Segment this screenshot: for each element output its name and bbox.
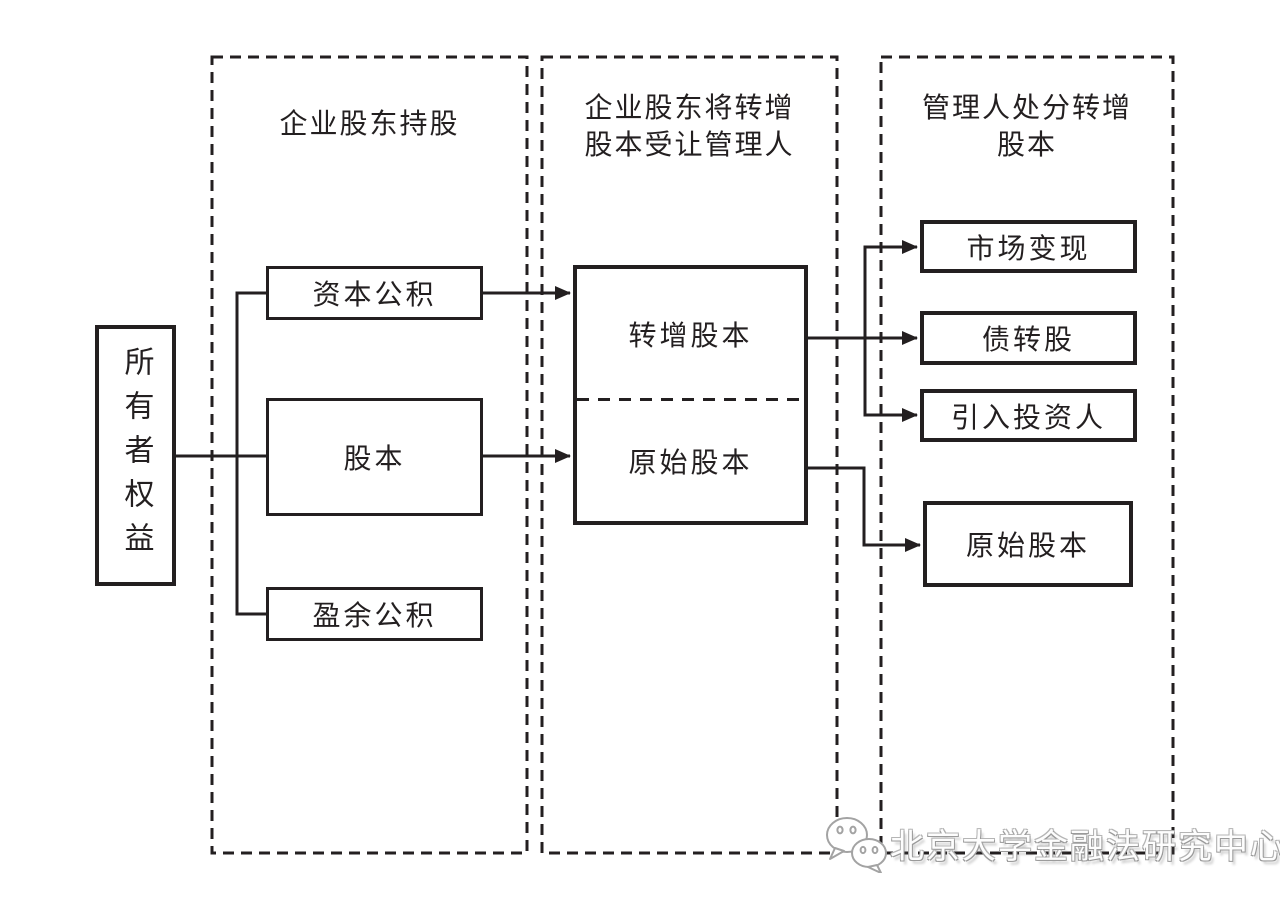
- capital-reserve-label: 资本公积: [312, 280, 437, 311]
- wechat-bubbles-icon: [826, 817, 887, 873]
- market-liquidation-label: 市场变现: [966, 233, 1091, 265]
- debt-to-equity-label: 债转股: [981, 325, 1075, 356]
- original-capital-label: 原始股本: [628, 448, 753, 479]
- original-capital-result-label: 原始股本: [965, 531, 1090, 562]
- dashed-divider: [577, 398, 804, 401]
- share-capital-box: 股本: [266, 398, 483, 516]
- introduce-investors-label: 引入投资人: [950, 402, 1106, 434]
- watermark-text: 北京大学金融法研究中心: [890, 828, 1280, 866]
- watermark: 北京大学金融法研究中心: [822, 812, 1280, 874]
- stage2-title: 企业股东将转增 股本受让管理人: [542, 90, 837, 164]
- stage2-title-line1: 企业股东将转增: [584, 93, 795, 124]
- converted-capital-cell: 转增股本: [577, 269, 804, 398]
- stage2-title-line2: 股本受让管理人: [584, 130, 795, 161]
- stage3-title: 管理人处分转增 股本: [881, 90, 1173, 164]
- stage3-dashed-frame: [879, 55, 1175, 855]
- surplus-reserve-label: 盈余公积: [312, 601, 437, 632]
- original-capital-cell: 原始股本: [577, 401, 804, 521]
- debt-to-equity-box: 债转股: [920, 311, 1137, 365]
- converted-capital-label: 转增股本: [628, 320, 753, 352]
- share-capital-label: 股本: [343, 444, 406, 475]
- transferred-capital-box: 转增股本 原始股本: [573, 265, 808, 525]
- original-capital-result-box: 原始股本: [923, 501, 1133, 587]
- arrow-original-to-original-result: [808, 466, 921, 552]
- introduce-investors-box: 引入投资人: [920, 389, 1137, 442]
- stage1-title: 企业股东持股: [279, 109, 460, 140]
- stage3-title-line2: 股本: [996, 130, 1057, 161]
- owner-equity-label: 所有者权益: [119, 345, 153, 566]
- owner-equity-box: 所有者权益: [95, 325, 176, 586]
- stage3-title-line1: 管理人处分转增: [921, 93, 1132, 124]
- surplus-reserve-box: 盈余公积: [266, 587, 483, 641]
- capital-reserve-box: 资本公积: [266, 266, 483, 320]
- market-liquidation-box: 市场变现: [920, 220, 1137, 273]
